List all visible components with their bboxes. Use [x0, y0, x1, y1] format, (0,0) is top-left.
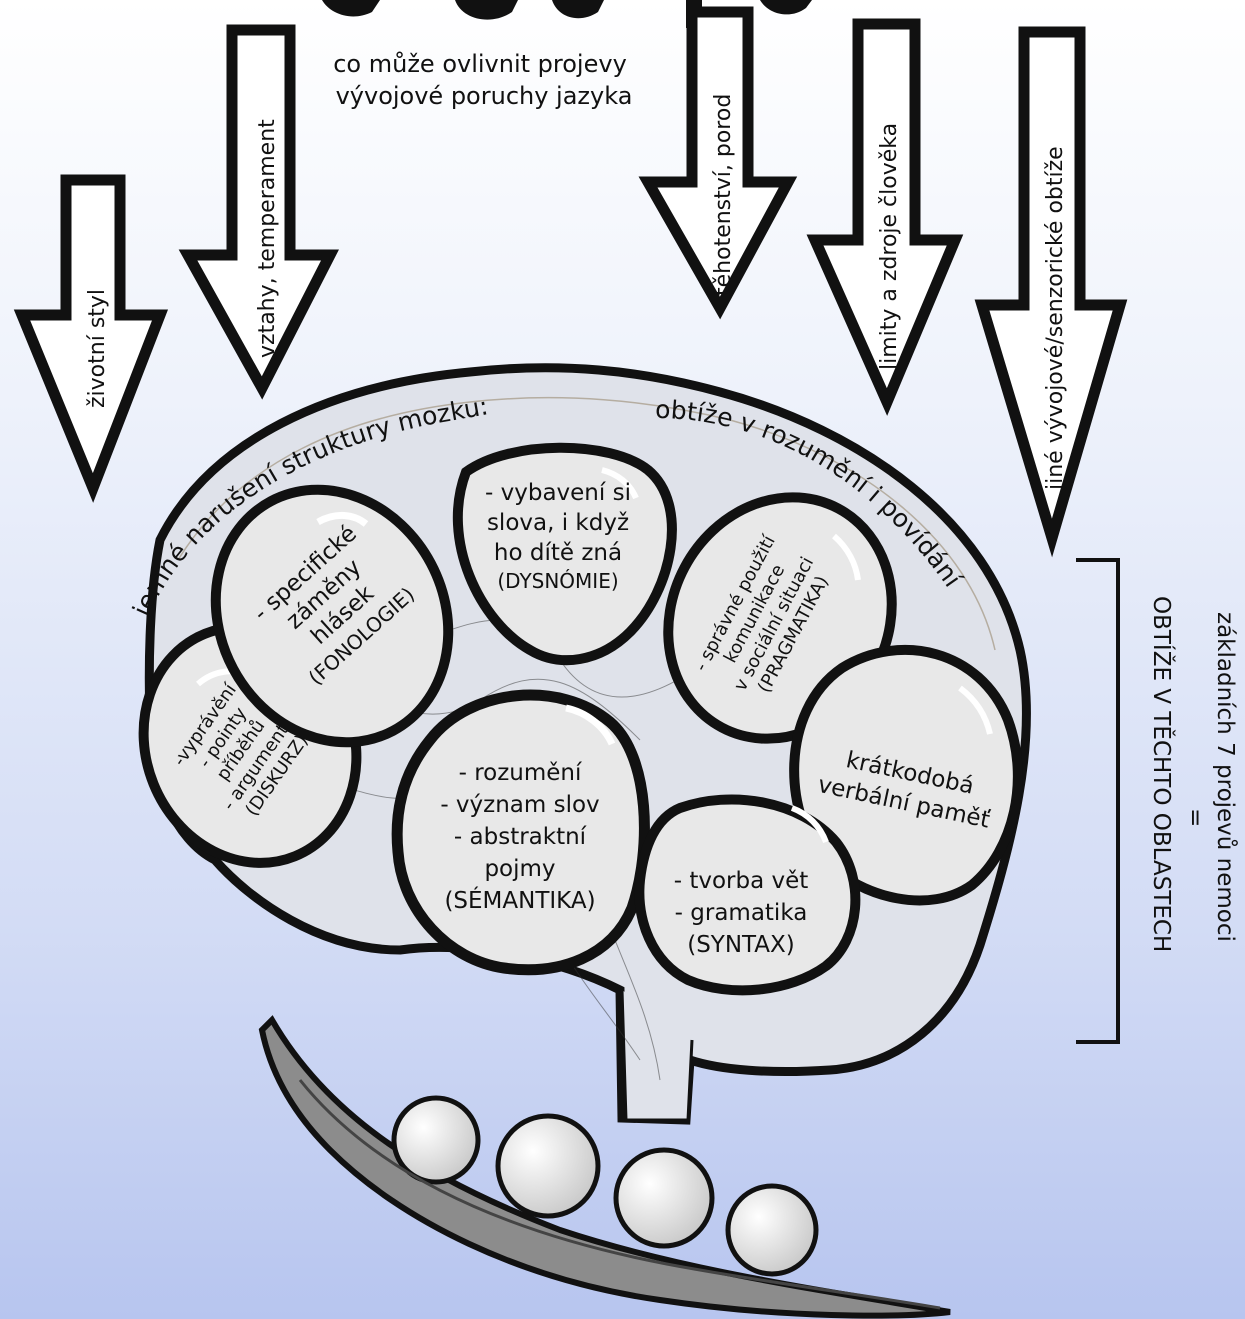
lobe-semantika-line-1: - rozumění — [459, 760, 582, 786]
arrow-label-limity: limity a zdroje člověka — [877, 123, 902, 370]
side-note: základních 7 projevů nemoci = OBTÍŽE V T… — [1148, 596, 1239, 952]
arrow-zivotni-styl: životní styl — [13, 174, 169, 503]
lobe-semantika: - rozumění - význam slov - abstraktní po… — [391, 689, 650, 976]
down-arrow-icon — [974, 26, 1128, 558]
brain-stem — [620, 989, 694, 1122]
lobe-syntax-line-1: - tvorba vět — [674, 868, 809, 894]
lobe-semantika-line-5: (SÉMANTIKA) — [444, 886, 595, 914]
lobe-dysnomie-line-3: ho dítě zná — [494, 540, 622, 566]
pea-pod-icon — [258, 1015, 951, 1319]
lobe-pamet: krátkodobá verbální paměť — [789, 645, 1023, 906]
lobe-syntax-line-3: (SYNTAX) — [687, 932, 795, 958]
down-arrow-icon — [638, 6, 798, 320]
down-arrow-icon — [13, 174, 169, 503]
arrow-jine-obtize: jiné vývojové/senzorické obtíže — [974, 26, 1128, 558]
lobe-fonologie: - specifické záměny hlásek (FONOLOGIE) — [210, 484, 454, 748]
brain-inner-line — [177, 396, 996, 651]
intro-line-2: vývojové poruchy jazyka — [336, 82, 633, 110]
arrow-label-vztahy: vztahy, temperament — [255, 119, 280, 358]
lobe-dysnomie-line-1: - vybavení si — [485, 480, 631, 506]
lobe-dysnomie-line-2: slova, i když — [487, 510, 629, 536]
intro-text: co může ovlivnit projevy vývojové poruch… — [333, 50, 632, 110]
lobe-dysnomie-line-4: (DYSNÓMIE) — [497, 569, 618, 593]
down-arrow-icon — [178, 24, 339, 400]
intro-line-1: co může ovlivnit projevy — [333, 50, 627, 78]
bracket-icon — [1076, 558, 1120, 1044]
lobe-semantika-line-3: - abstraktní — [454, 824, 587, 850]
arrow-label-tehotenstvi: těhotenství, porod — [711, 94, 736, 296]
side-note-line-2: = — [1182, 808, 1208, 827]
arrow-label-jine-obtize: jiné vývojové/senzorické obtíže — [1043, 146, 1068, 491]
arrow-label-zivotni-styl: životní styl — [85, 289, 110, 408]
lobe-syntax: - tvorba vět - gramatika (SYNTAX) — [634, 794, 861, 996]
lobe-semantika-line-4: pojmy — [484, 856, 555, 882]
side-note-line-3: OBTÍŽE V TĚCHTO OBLASTECH — [1148, 596, 1176, 952]
lobe-semantika-line-2: - význam slov — [440, 792, 599, 818]
down-arrow-icon — [806, 18, 964, 416]
lobe-syntax-line-2: - gramatika — [675, 900, 808, 926]
arrow-vztahy: vztahy, temperament — [178, 24, 339, 400]
arrow-limity: limity a zdroje člověka — [806, 18, 964, 416]
side-note-line-1: základních 7 projevů nemoci — [1212, 612, 1239, 942]
arrow-tehotenstvi: těhotenství, porod — [638, 6, 798, 320]
lobe-dysnomie: - vybavení si slova, i když ho dítě zná … — [452, 442, 677, 666]
